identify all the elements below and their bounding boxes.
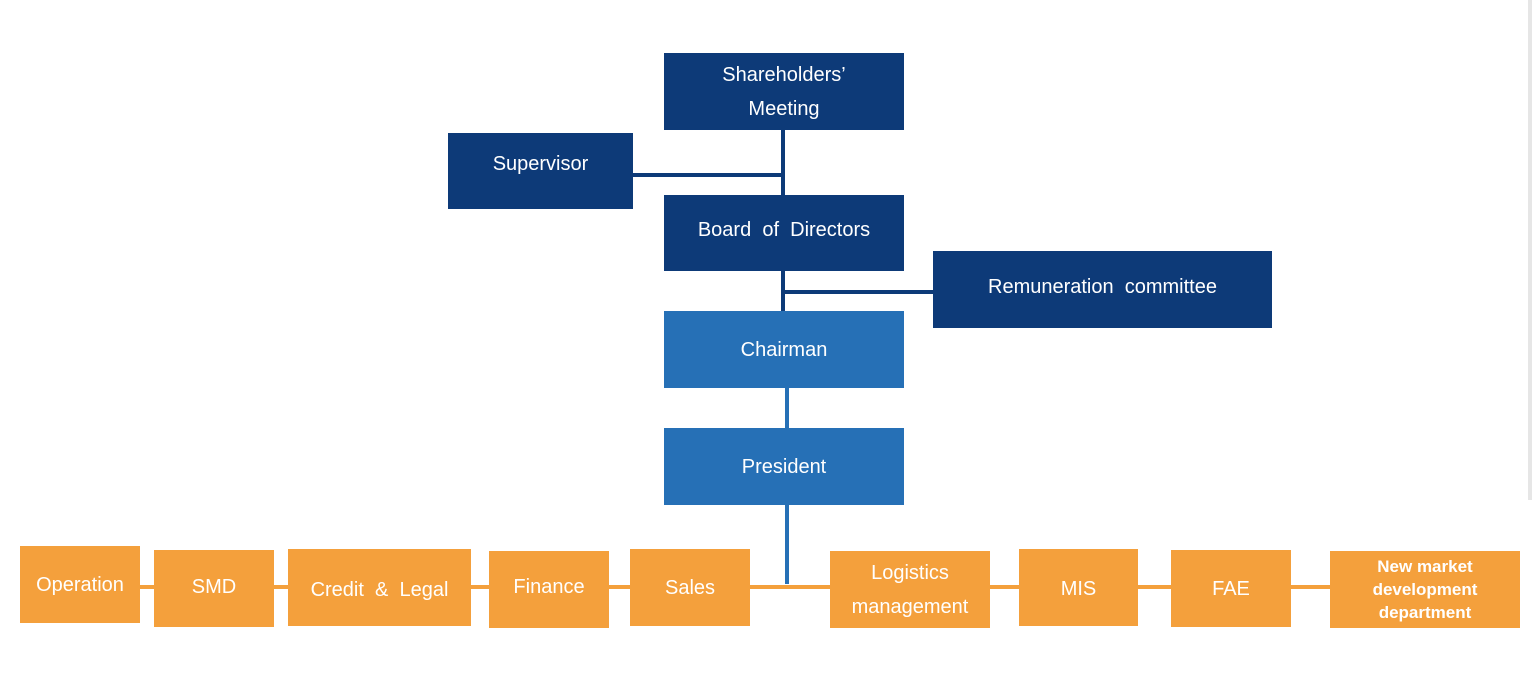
board-of-directors-label: Board of Directors (697, 219, 871, 241)
department-logistics-line1: Logistics (871, 561, 949, 584)
remuneration-committee-box: Remuneration committee (933, 251, 1272, 328)
department-smd-box: SMD (154, 550, 274, 627)
department-credit-legal-label: Credit & Legal (310, 578, 449, 601)
department-new-market-development-box: New market development department (1330, 551, 1520, 628)
department-sales-label: Sales (664, 576, 716, 599)
chairman-box: Chairman (664, 311, 904, 388)
connector-supervisor (632, 173, 783, 177)
supervisor-box: Supervisor (448, 133, 633, 209)
department-operation-label: Operation (36, 573, 124, 596)
connector-remuneration (783, 290, 934, 294)
department-new-market-line3: department (1378, 603, 1472, 622)
remuneration-committee-label: Remuneration committee (988, 275, 1217, 298)
chairman-label: Chairman (740, 338, 828, 361)
president-box: President (664, 428, 904, 505)
connector-chairman-president (785, 387, 789, 429)
president-label: President (741, 455, 827, 478)
department-finance-box: Finance (489, 551, 609, 628)
shareholders-meeting-box: Shareholders’ Meeting (664, 53, 904, 130)
department-mis-box: MIS (1019, 549, 1138, 626)
department-new-market-line1: New market (1377, 557, 1473, 576)
department-sales-box: Sales (630, 549, 750, 626)
board-of-directors-box: Board of Directors (664, 195, 904, 271)
connector-president-departments (785, 504, 789, 584)
department-operation-box: Operation (20, 546, 140, 623)
department-credit-legal-box: Credit & Legal (288, 549, 471, 626)
department-fae-label: FAE (1212, 577, 1250, 600)
department-mis-label: MIS (1060, 577, 1097, 600)
department-logistics-line2: management (851, 595, 969, 618)
right-edge-divider (1528, 0, 1532, 500)
shareholders-meeting-line1: Shareholders’ (722, 63, 846, 86)
department-finance-label: Finance (513, 575, 585, 598)
department-fae-box: FAE (1171, 550, 1291, 627)
department-logistics-management-box: Logistics management (830, 551, 990, 628)
connector-shareholders-board (781, 129, 785, 197)
department-new-market-line2: development (1372, 580, 1478, 599)
shareholders-meeting-line2: Meeting (748, 97, 820, 120)
supervisor-label: Supervisor (492, 153, 589, 175)
department-smd-label: SMD (191, 575, 237, 598)
